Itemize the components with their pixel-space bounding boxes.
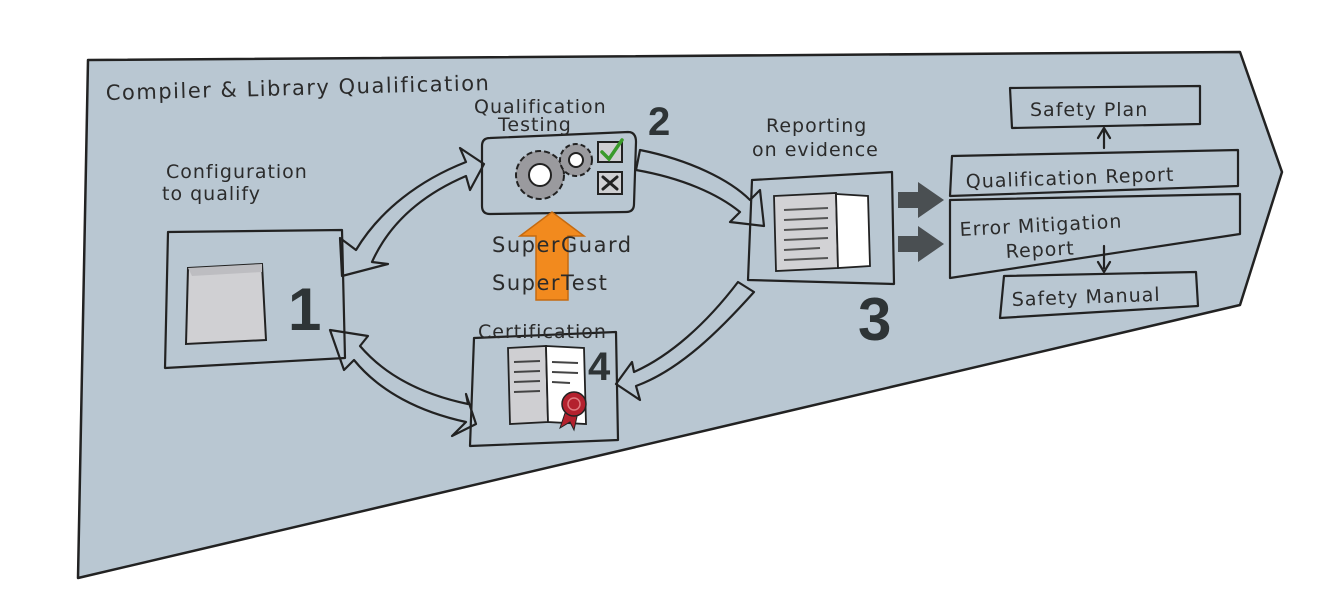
- stage-3-number: 3: [858, 286, 891, 353]
- tool-arrow: [517, 211, 587, 301]
- certificate-icon: [507, 345, 587, 425]
- arrow-config-to-testing: [338, 146, 486, 278]
- gears-icon: [515, 143, 593, 200]
- reporting-card: [746, 170, 896, 286]
- arrow-to-error-report: [898, 226, 944, 262]
- stage-2-number: 2: [648, 100, 670, 144]
- configuration-label-2: to qualify: [162, 183, 261, 205]
- tools-label-2: SuperTest: [492, 271, 608, 295]
- certification-label: Certification: [478, 321, 607, 343]
- configuration-card: [163, 228, 347, 370]
- arrow-testing-to-reporting: [634, 148, 766, 228]
- safety-plan-label: Safety Plan: [1030, 99, 1148, 121]
- configuration-label-1: Configuration: [166, 161, 308, 183]
- stage-1-number: 1: [288, 276, 321, 343]
- check-icon: [597, 138, 624, 163]
- reporting-label-1: Reporting: [766, 115, 867, 137]
- safety-plan-box: [1008, 84, 1202, 130]
- arrow-certification-to-config: [328, 328, 478, 438]
- safety-manual-label: Safety Manual: [1011, 284, 1161, 311]
- testing-card: [480, 130, 638, 216]
- seal-icon: [559, 391, 587, 432]
- testing-label-1: Qualification: [474, 96, 607, 118]
- module-icon: [184, 262, 268, 346]
- reporting-label-2: on evidence: [752, 139, 879, 161]
- testing-label-2: Testing: [497, 114, 572, 136]
- error-mitigation-box: [948, 192, 1242, 280]
- arrow-reporting-to-certification: [614, 280, 756, 402]
- error-mitigation-label-2: Report: [1005, 237, 1075, 263]
- qualification-report-box: [948, 148, 1240, 198]
- arrow-to-qualification-report: [898, 182, 944, 218]
- arrow-up-to-plan: [1096, 126, 1112, 150]
- report-icon: [773, 192, 871, 272]
- tools-label-1: SuperGuard: [492, 233, 633, 257]
- cross-icon: [597, 171, 623, 195]
- safety-manual-box: [998, 270, 1200, 320]
- stage-4-number: 4: [588, 345, 611, 389]
- background-banner: [76, 50, 1284, 580]
- arrow-down-to-manual: [1096, 244, 1112, 274]
